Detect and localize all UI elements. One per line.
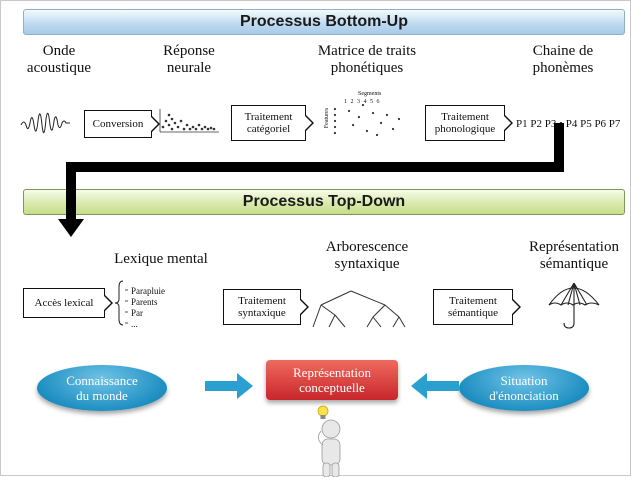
reponse-neurale-label: Réponse neurale bbox=[163, 43, 215, 76]
matrice-traits-label: Matrice de traits phonétiques bbox=[317, 43, 417, 76]
segments-numbers: 1 2 3 4 5 6 bbox=[344, 99, 381, 105]
neural-response-icon bbox=[159, 109, 219, 133]
syntax-tree-icon bbox=[312, 290, 406, 328]
conversion-box: Conversion bbox=[84, 110, 160, 138]
segments-label: Segments bbox=[358, 91, 382, 97]
connaissance-monde-oval: Connaissance du monde bbox=[37, 365, 167, 411]
blue-arrow-right bbox=[411, 373, 459, 399]
traitement-categoriel-box: Traitement catégoriel bbox=[231, 105, 314, 141]
flow-arrow-big bbox=[66, 123, 564, 221]
umbrella-icon bbox=[548, 282, 600, 329]
traitement-semantique-box: Traitement sémantique bbox=[433, 289, 521, 325]
traitement-syntaxique-box: Traitement syntaxique bbox=[223, 289, 309, 325]
lexicon-item-1: Parapluie bbox=[131, 286, 165, 296]
blue-arrow-left bbox=[205, 373, 253, 399]
acces-lexical-box: Accès lexical bbox=[23, 288, 113, 318]
phonetic-matrix-icon bbox=[333, 103, 401, 137]
onde-acoustique-label: Onde acoustique bbox=[26, 43, 92, 76]
arborescence-label: Arborescence syntaxique bbox=[325, 239, 409, 272]
chaine-phonemes-label: Chaine de phonèmes bbox=[532, 43, 594, 76]
sound-wave-icon bbox=[20, 112, 70, 134]
lexicon-item-3: Par bbox=[131, 308, 143, 318]
lexique-mental-label: Lexique mental bbox=[114, 251, 208, 267]
thinking-person-icon bbox=[318, 419, 341, 477]
representation-semantique-label: Représentation sémantique bbox=[529, 239, 619, 272]
situation-enonciation-oval: Situation d'énonciation bbox=[459, 365, 589, 411]
lexicon-dashes bbox=[125, 289, 128, 324]
lexicon-brace bbox=[114, 280, 124, 326]
lightbulb-icon bbox=[317, 405, 329, 419]
bottom-up-banner: Processus Bottom-Up bbox=[23, 9, 625, 35]
phoneme-chain: P1 P2 P3 • P4 P5 P6 P7 bbox=[516, 118, 621, 130]
representation-conceptuelle-box: Représentation conceptuelle bbox=[266, 360, 398, 400]
top-down-banner: Processus Top-Down bbox=[23, 189, 625, 215]
lexicon-item-2: Parents bbox=[131, 297, 158, 307]
traitement-phonologique-box: Traitement phonologique bbox=[425, 105, 513, 141]
lexicon-item-4: ... bbox=[131, 319, 138, 329]
